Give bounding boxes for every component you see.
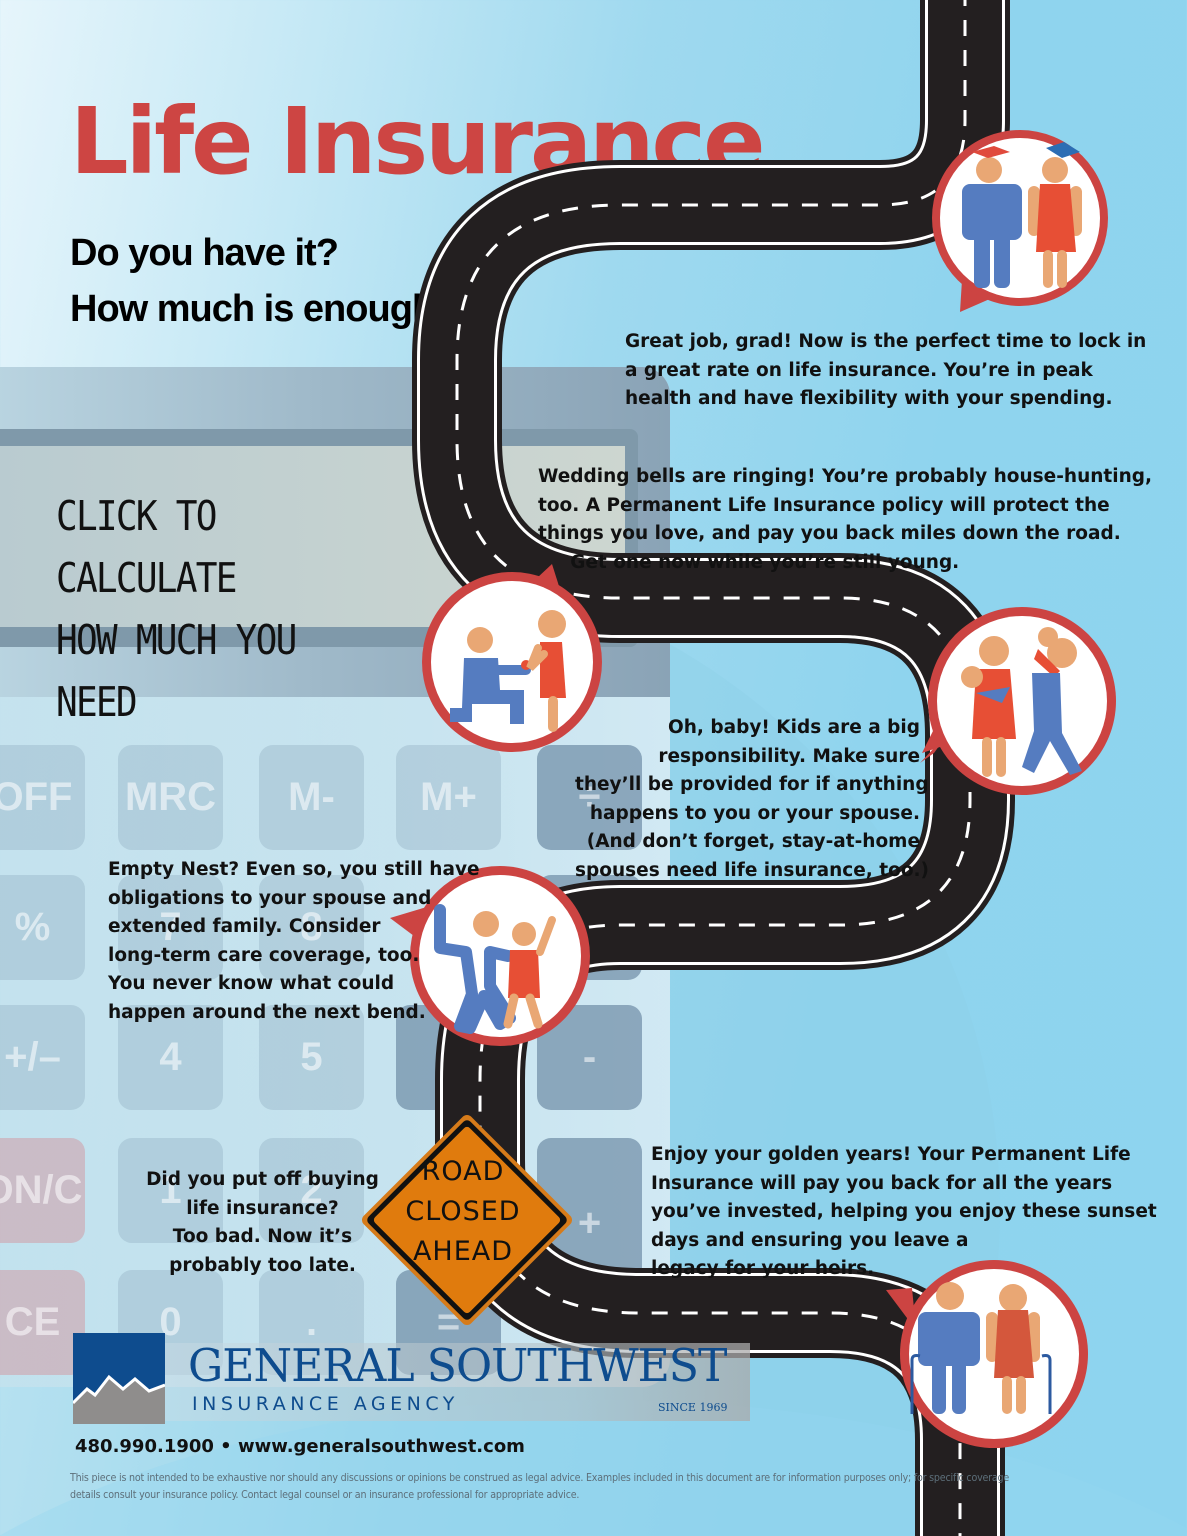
- key-on-c: ON/C: [0, 1138, 85, 1243]
- graduates-icon: [932, 130, 1108, 312]
- sign-text: ROAD CLOSED AHEAD: [355, 1152, 571, 1272]
- key-1: 1: [118, 1138, 223, 1243]
- logo-background: [165, 1343, 750, 1421]
- key-mrc: MRC: [118, 745, 223, 850]
- key-4: 4: [118, 1005, 223, 1110]
- sign-line-2: CLOSED: [405, 1196, 521, 1227]
- graduate-text: Great job, grad! Now is the perfect time…: [625, 331, 1147, 409]
- key-off: OFF: [0, 745, 85, 850]
- warning-diamond-icon: [362, 1115, 572, 1325]
- key-2: 2: [259, 1138, 364, 1243]
- key-plus-minus: +/–: [0, 1005, 85, 1110]
- since-year: SINCE 1969: [658, 1401, 728, 1414]
- sign-line-3: AHEAD: [412, 1236, 514, 1267]
- golden-years-text: Enjoy your golden years! Your Permanent …: [651, 1144, 1157, 1279]
- subtitle-line-2: How much is enough?: [70, 288, 457, 330]
- calculate-link[interactable]: CLICK TO CALCULATE HOW MUCH YOU NEED: [56, 485, 390, 733]
- wedding-text: Wedding bells are ringing! You’re probab…: [538, 466, 1153, 573]
- company-name: GENERAL SOUTHWEST: [188, 1339, 727, 1392]
- page-subtitle: Do you have it? How much is enough?: [70, 225, 457, 337]
- company-subtitle: INSURANCE AGENCY: [192, 1393, 459, 1415]
- key-percent: %: [0, 875, 85, 980]
- too-late-text: Did you put off buying life insurance? T…: [146, 1169, 379, 1276]
- proposal-icon: [422, 564, 602, 752]
- key-7: 7: [118, 875, 223, 980]
- elderly-couple-icon: [886, 1260, 1088, 1448]
- disclaimer: This piece is not intended to be exhaust…: [70, 1472, 1010, 1501]
- road-closed-sign: ROAD CLOSED AHEAD: [355, 1108, 579, 1332]
- empty-nest-text: Empty Nest? Even so, you still have obli…: [108, 859, 480, 1023]
- key-8: 8: [259, 875, 364, 980]
- key-m-plus: M+: [396, 745, 501, 850]
- key-divide: ÷: [537, 745, 642, 850]
- mountain-logo-icon: [73, 1333, 165, 1424]
- subtitle-line-1: Do you have it?: [70, 232, 339, 274]
- baby-text: Oh, baby! Kids are a big responsibility.…: [575, 717, 930, 881]
- lcd-line-1: CLICK TO CALCULATE: [56, 492, 237, 602]
- key-5: 5: [259, 1005, 364, 1110]
- key-m-minus: M-: [259, 745, 364, 850]
- dancing-couple-icon: [390, 866, 590, 1046]
- key-ce: CE: [0, 1270, 85, 1375]
- lcd-line-2: HOW MUCH YOU NEED: [56, 616, 297, 726]
- contact-info-link[interactable]: 480.990.1900 • www.generalsouthwest.com: [75, 1436, 525, 1457]
- family-with-kids-icon: [920, 607, 1116, 795]
- sign-line-1: ROAD: [421, 1156, 505, 1187]
